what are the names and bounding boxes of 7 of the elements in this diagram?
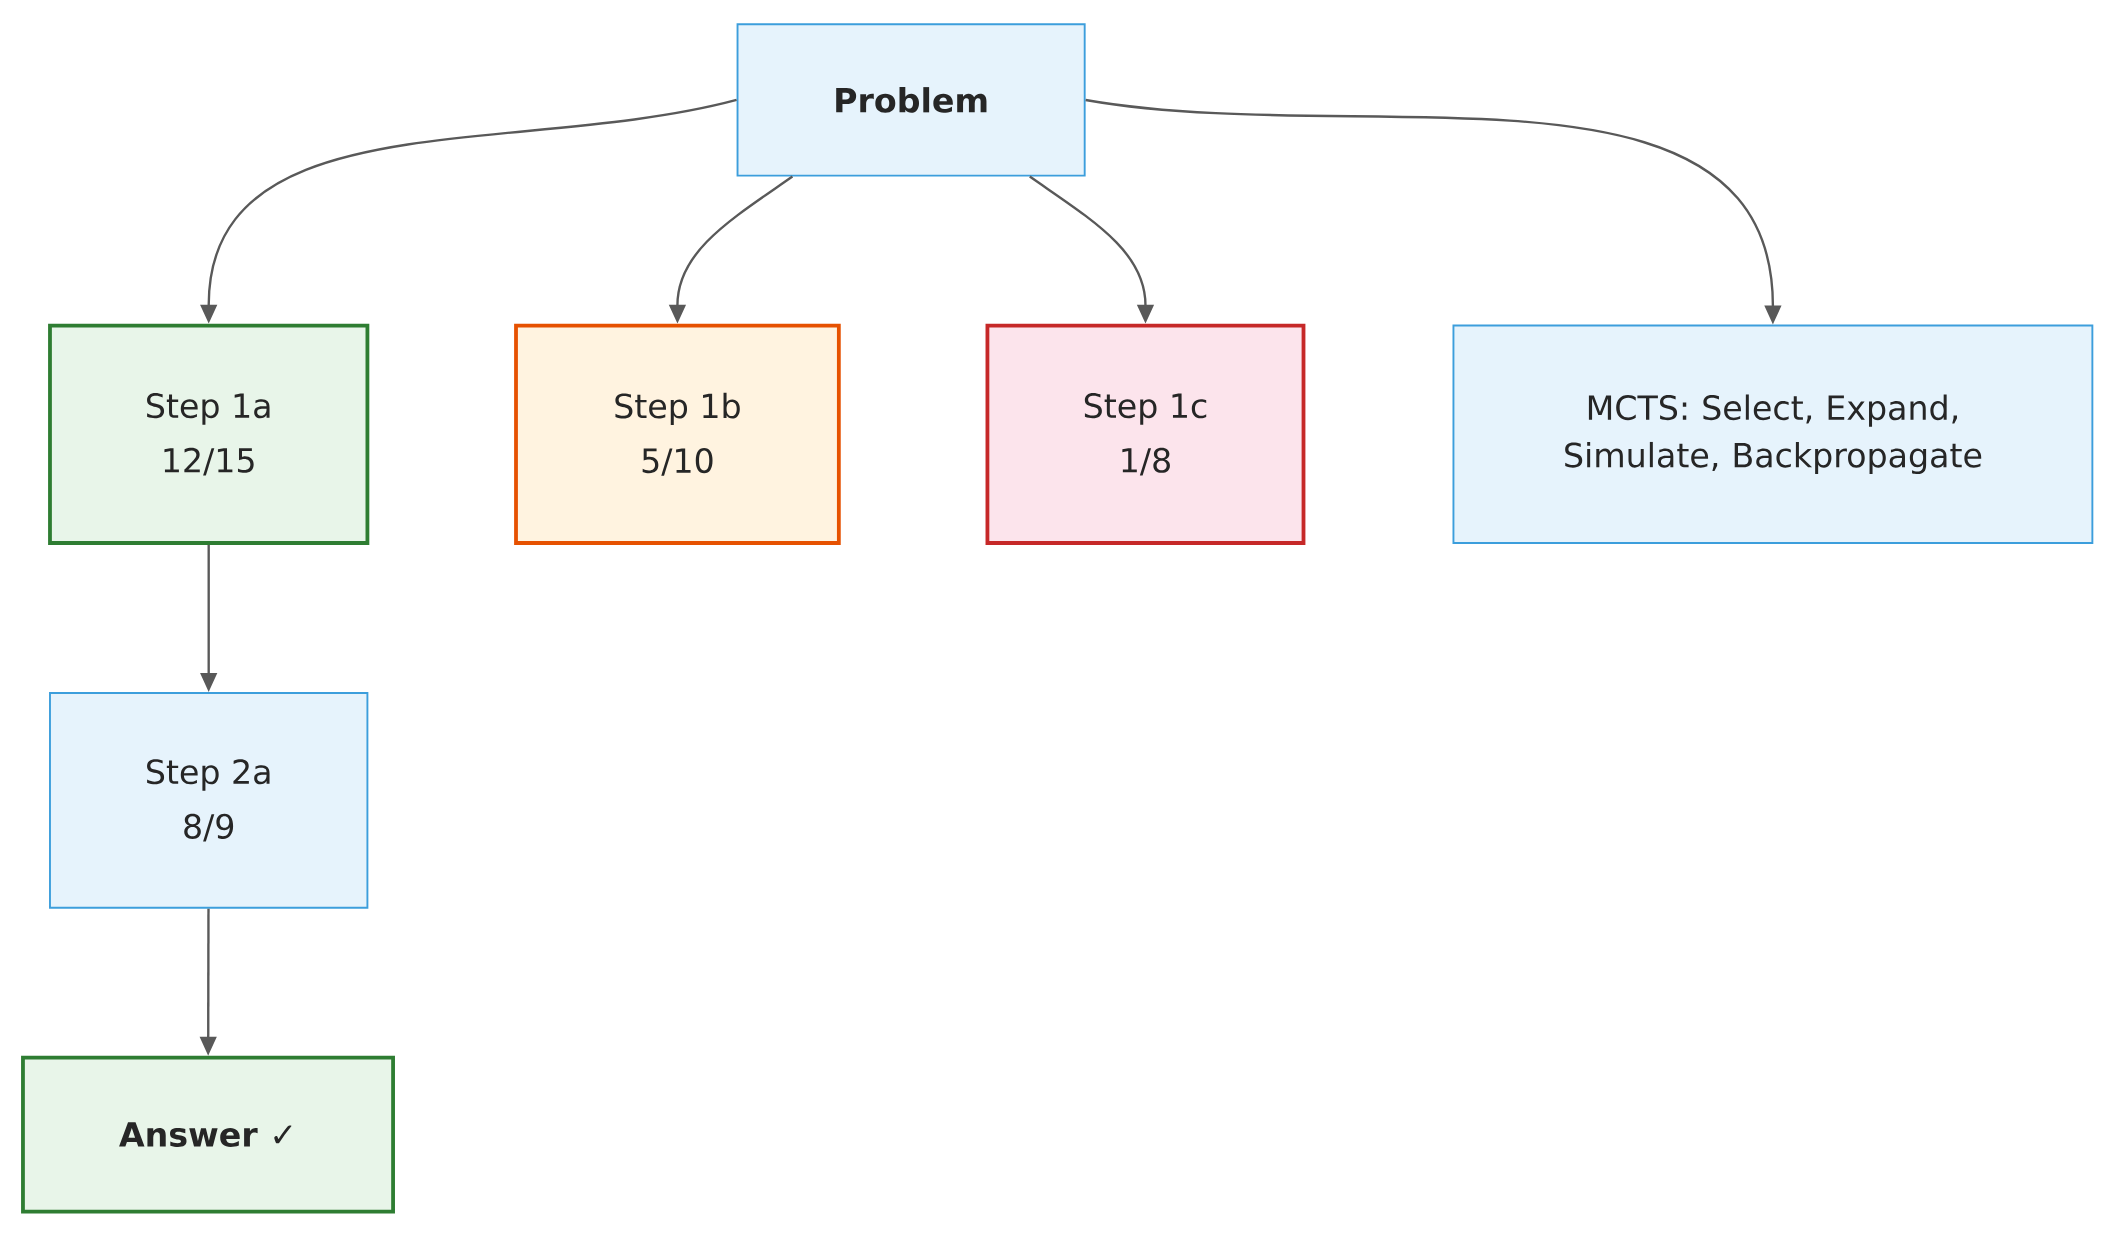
process-box: Problem: [736, 23, 1086, 177]
process-box: MCTS: Select, Expand, Simulate, Backpropagate: [1452, 324, 2094, 544]
process-box: Step 1c 1/8: [985, 323, 1306, 545]
process-box: Step 1b 5/10: [514, 323, 841, 545]
process-box: Step 2a 8/9: [49, 692, 369, 909]
process-box: Answer ✓: [21, 1055, 395, 1214]
process-box: Step 1a 12/15: [48, 323, 370, 545]
